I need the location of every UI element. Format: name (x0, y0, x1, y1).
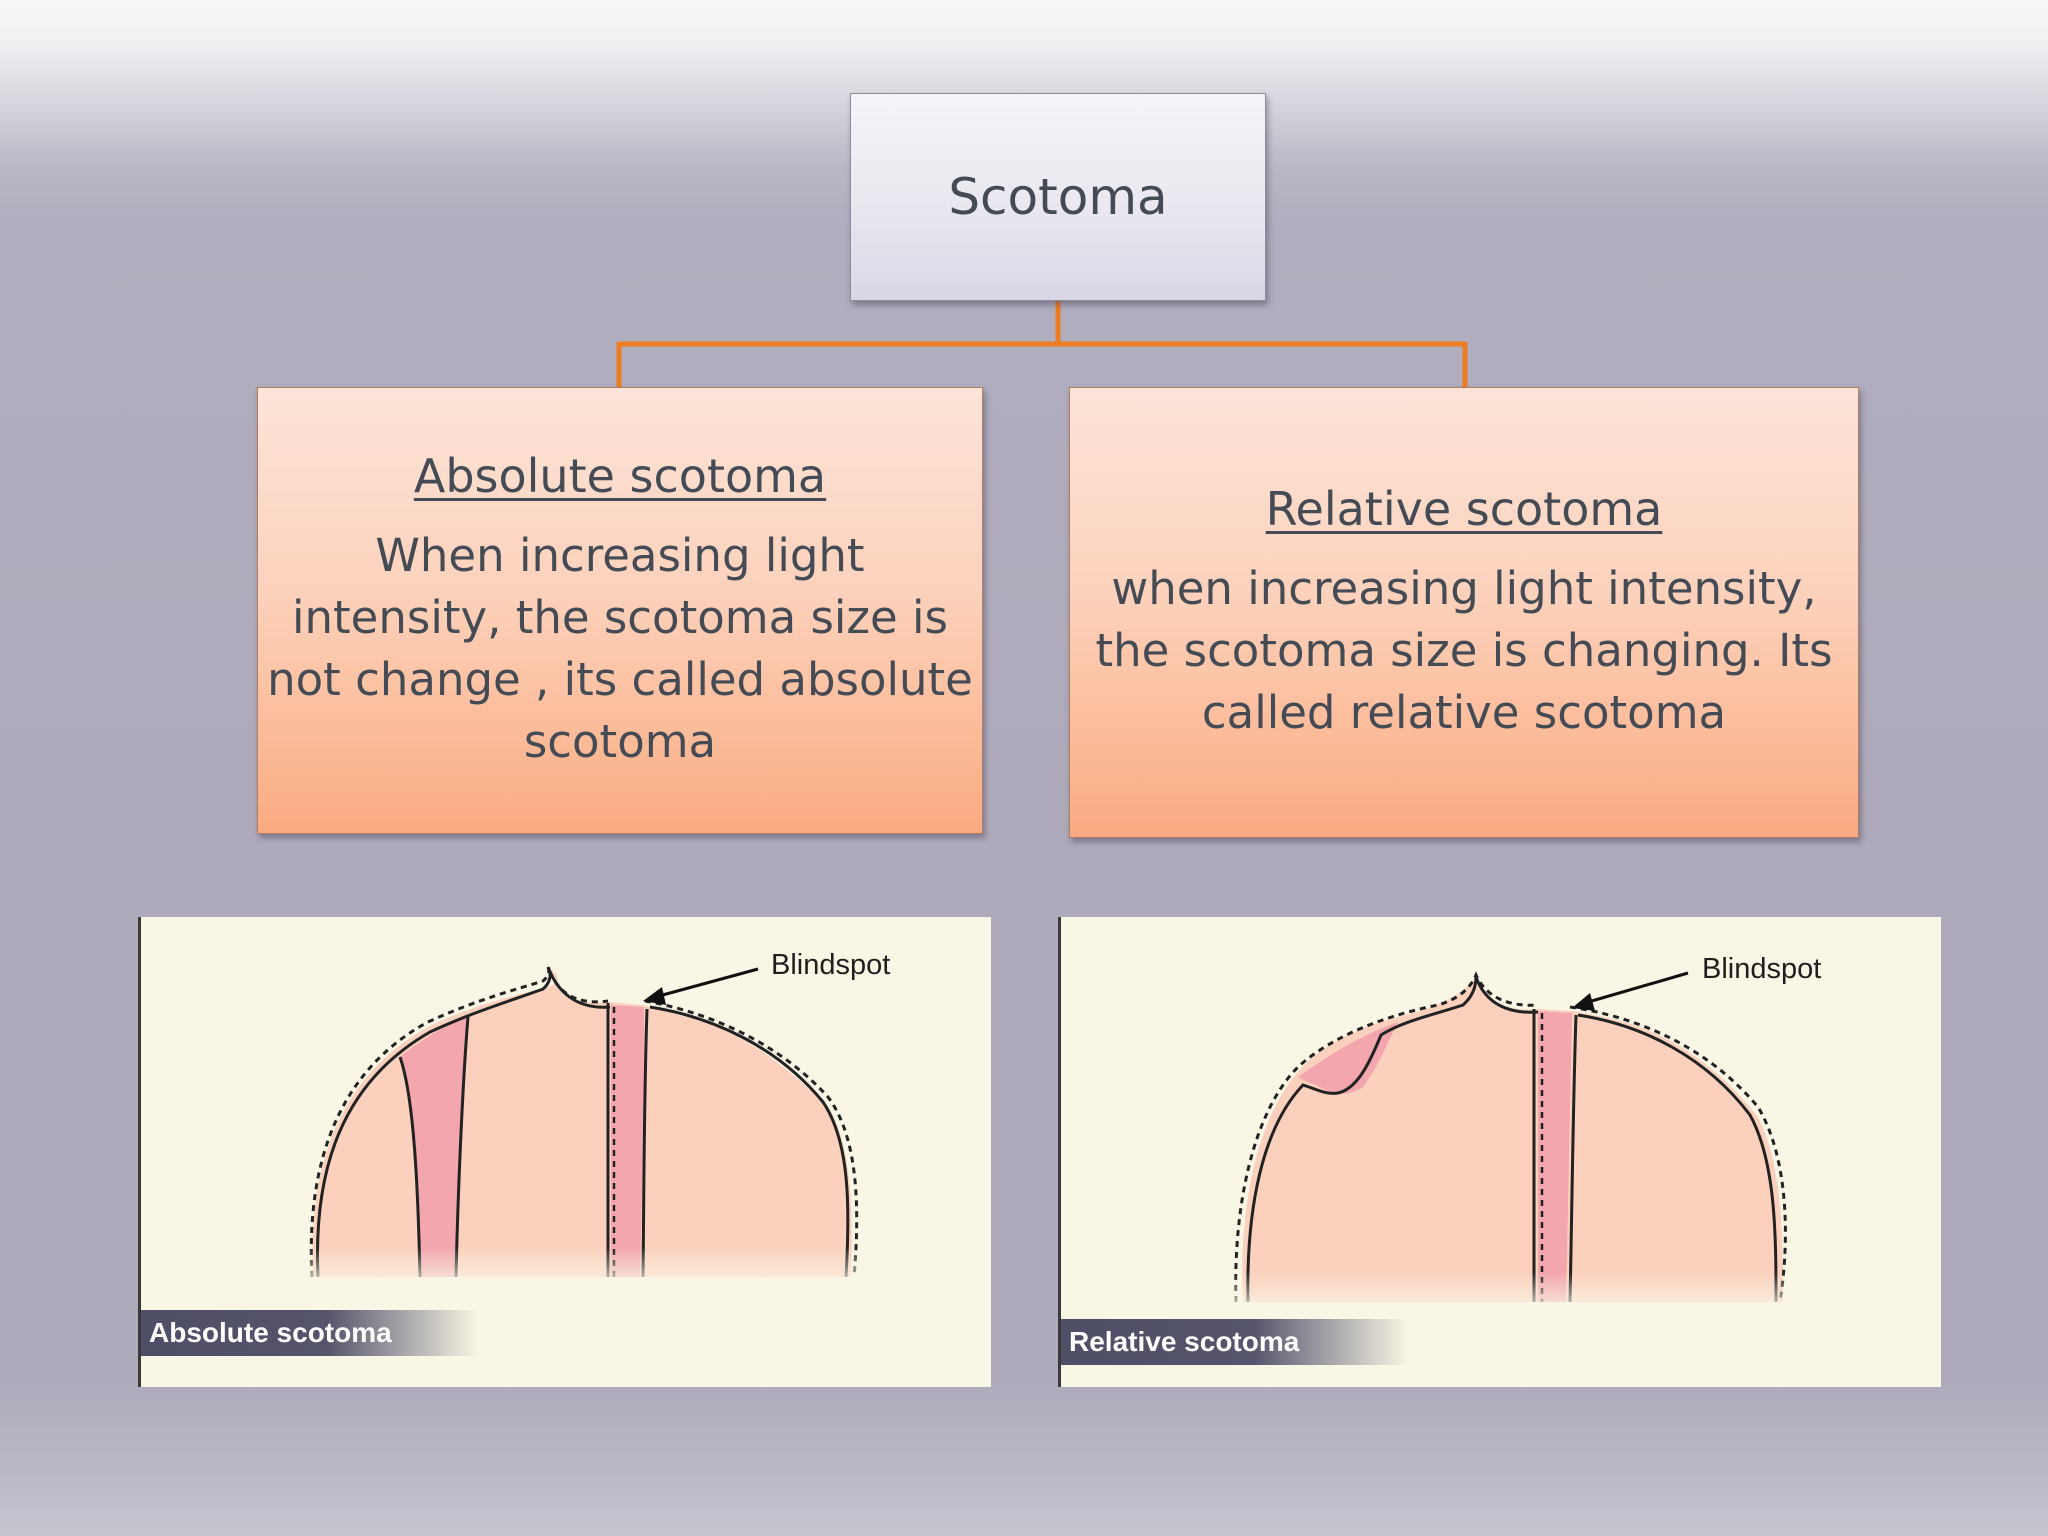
relative-scotoma-figure: Blindspot Relative scotoma (1058, 917, 1941, 1387)
blindspot-label: Blindspot (771, 949, 891, 981)
panel-left-edge (1058, 917, 1061, 1387)
field-outline-solid (1246, 976, 1778, 1303)
scotoma-patch (1298, 1022, 1398, 1094)
absolute-scotoma-description: When increasing light intensity, the sco… (267, 528, 973, 768)
blindspot-arrow-icon (647, 967, 759, 1001)
root-title: Scotoma (948, 168, 1168, 226)
field-fade (1218, 1272, 1818, 1317)
panel-left-edge (138, 917, 141, 1387)
relative-scotoma-description: when increasing light intensity, the sco… (1095, 561, 1833, 739)
blindspot-arrow-icon (1577, 971, 1689, 1007)
blindspot-arrowhead-icon (643, 987, 666, 1005)
scotoma-band-blindspot (611, 1005, 644, 1277)
visual-field-area (312, 967, 852, 1277)
absolute-scotoma-title: Absolute scotoma (413, 448, 827, 503)
absolute-scotoma-caption: Absolute scotoma (141, 1310, 479, 1356)
field-outline-solid (315, 966, 850, 1278)
field-outline-dashed (1234, 971, 1787, 1303)
absolute-scotoma-illustration (288, 966, 888, 1292)
visual-field-area (1242, 977, 1783, 1302)
blindspot-border-right (641, 1008, 649, 1278)
connector-lines (616, 301, 1468, 387)
blindspot-arrowhead-icon (1572, 993, 1595, 1011)
scotoma-border-left (398, 1056, 422, 1278)
scotoma-border-right (454, 1016, 470, 1278)
scotoma-band-blindspot (1538, 1011, 1572, 1302)
absolute-scotoma-node: Absolute scotoma When increasing light i… (257, 387, 983, 834)
blindspot-label: Blindspot (1702, 953, 1822, 985)
root-node: Scotoma (850, 93, 1266, 301)
field-fade (288, 1247, 888, 1292)
blindspot-border-right (1568, 1014, 1578, 1303)
relative-scotoma-node: Relative scotoma when increasing light i… (1069, 387, 1859, 838)
field-outline-dashed (309, 966, 859, 1278)
absolute-scotoma-figure: Blindspot Absolute scotoma (138, 917, 991, 1387)
scotoma-band-peripheral (400, 1016, 469, 1277)
relative-scotoma-title: Relative scotoma (1265, 481, 1663, 536)
relative-scotoma-illustration (1218, 971, 1818, 1317)
relative-scotoma-caption: Relative scotoma (1061, 1319, 1409, 1365)
